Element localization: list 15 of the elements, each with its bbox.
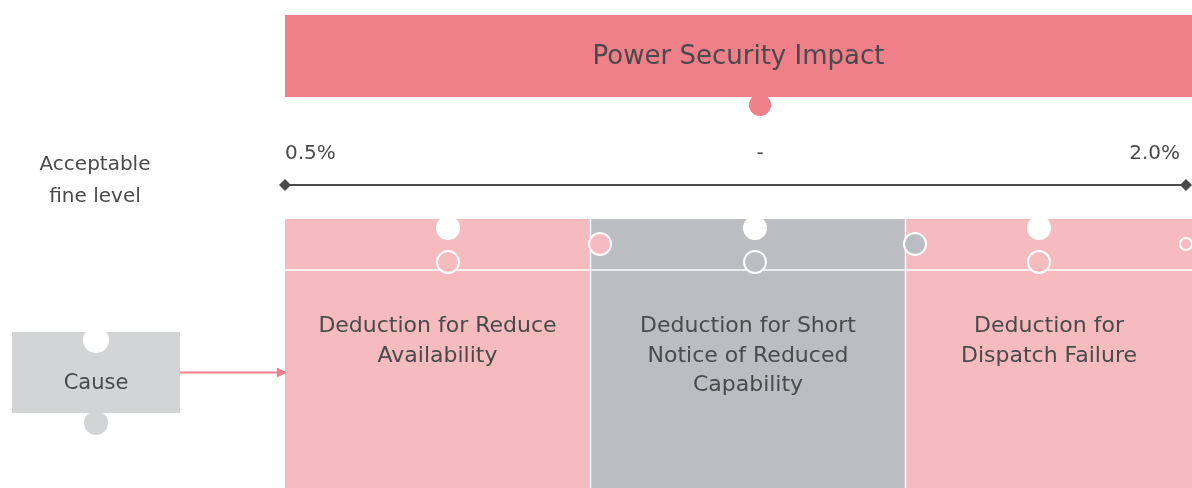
axis-label: Acceptable fine level (38, 150, 152, 209)
column-title: Deduction for Reduce Availability (317, 311, 558, 369)
column-panel (285, 219, 590, 488)
column-panel (906, 219, 1192, 488)
scale-value: 2.0% (1129, 139, 1180, 166)
arrow (179, 367, 287, 378)
header-title: Power Security Impact (592, 39, 885, 73)
column-title: Deduction for Dispatch Failure (960, 311, 1138, 369)
column-panel (591, 219, 905, 488)
header-band (285, 15, 1192, 97)
puzzle-piece (12, 332, 180, 413)
scale-value: 0.5% (285, 139, 336, 166)
column-title: Deduction for Short Notice of Reduced Capability (639, 311, 857, 399)
scale-value: - (755, 139, 765, 166)
cause-label: Cause (63, 369, 129, 397)
